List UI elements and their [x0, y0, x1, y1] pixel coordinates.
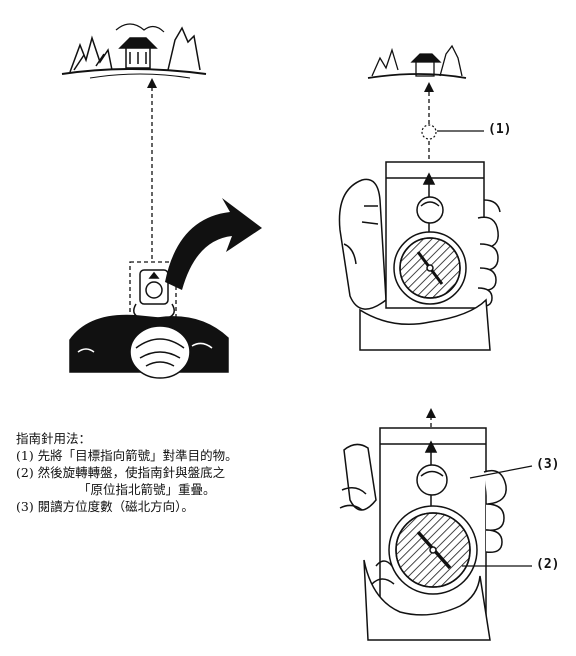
sight-arrowhead-bottom — [426, 408, 436, 418]
leader-line-3 — [469, 465, 533, 479]
instruction-step-2: (2) 然後旋轉轉盤，使指南針與盤底之 — [16, 465, 226, 480]
landscape-target-right — [367, 44, 467, 79]
sight-arrowhead-left — [147, 78, 157, 88]
callout-1: (1) — [488, 122, 512, 137]
instruction-step-1: (1) 先將「目標指向箭號」對準目的物。 — [16, 448, 238, 463]
zoom-frame — [129, 261, 177, 319]
sight-mark-1 — [421, 124, 437, 140]
instructions-title: 指南針用法： — [16, 431, 92, 446]
compass-in-hand-bottom — [339, 427, 507, 641]
landscape-target-left — [61, 23, 207, 79]
transition-arrow — [165, 198, 262, 290]
callout-2: (2) — [536, 557, 560, 572]
instruction-step-2-continued: 「原位指北箭號」重疊。 — [78, 482, 216, 497]
instructions-panel: 指南針用法： (1) 先將「目標指向箭號」對準目的物。 (2) 然後旋轉轉盤，使… — [16, 430, 346, 515]
instruction-step-3: (3) 閱讀方位度數（磁北方向）。 — [16, 499, 194, 514]
sight-arrowhead-right — [424, 82, 434, 92]
callout-3: (3) — [536, 457, 560, 472]
compass-in-hand-top — [338, 161, 501, 351]
person-holding-compass — [69, 269, 229, 379]
